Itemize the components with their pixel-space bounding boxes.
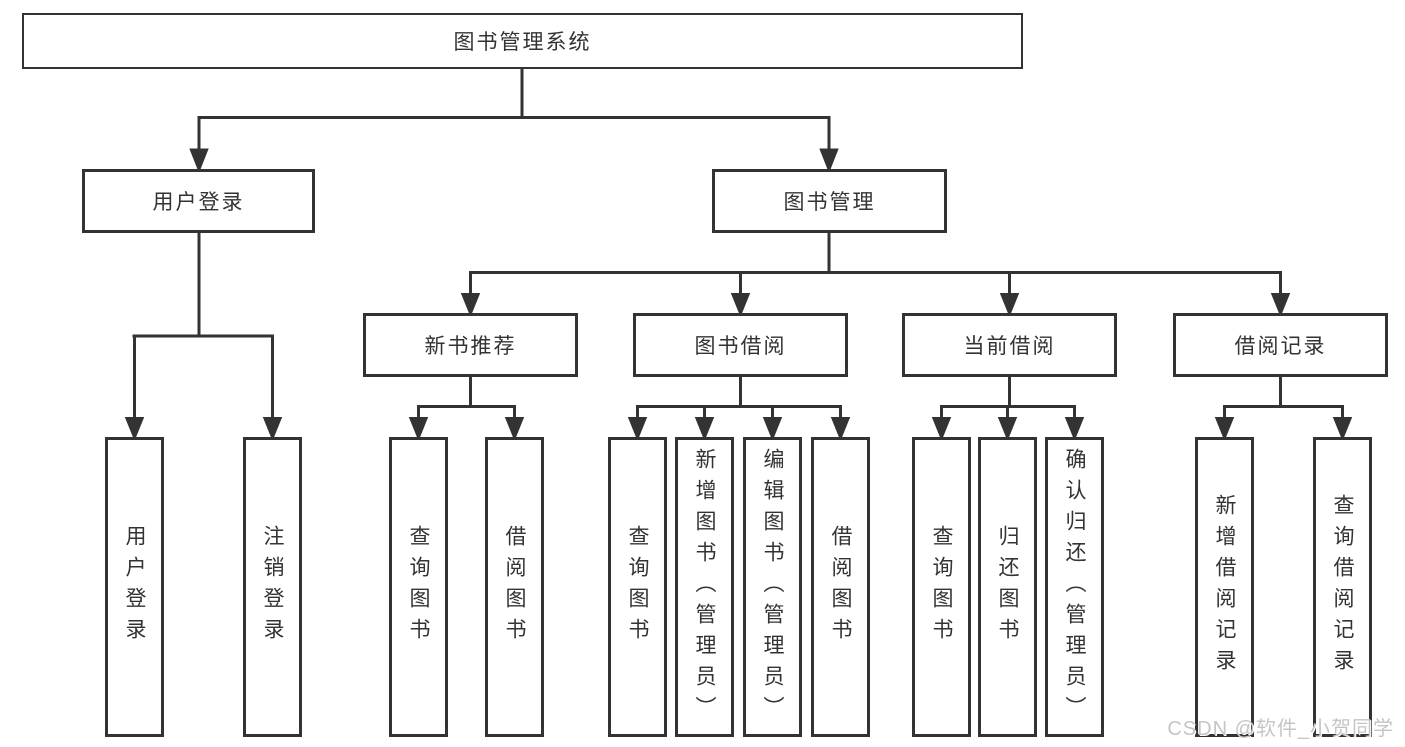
node-new-book-recommendation-label: 新书推荐 xyxy=(424,335,517,358)
leaf-borrow-books-recommend-label: 借阅图书 xyxy=(503,525,526,649)
node-current-borrowing-label: 当前借阅 xyxy=(963,335,1056,358)
node-root: 图书管理系统 xyxy=(22,13,1023,69)
leaf-add-books-admin: 新增图书（管理员） xyxy=(675,437,734,737)
leaf-add-borrow-record: 新增借阅记录 xyxy=(1195,437,1254,737)
node-current-borrowing: 当前借阅 xyxy=(902,313,1117,377)
leaf-confirm-return-admin-label: 确认归还（管理员） xyxy=(1063,447,1086,727)
node-book-borrowing-label: 图书借阅 xyxy=(694,335,787,358)
watermark-text: CSDN @软件_小贺同学 xyxy=(1167,718,1394,740)
node-borrowing-records-label: 借阅记录 xyxy=(1234,335,1327,358)
leaf-return-books: 归还图书 xyxy=(978,437,1037,737)
node-book-management-label: 图书管理 xyxy=(783,191,876,214)
leaf-return-books-label: 归还图书 xyxy=(996,525,1019,649)
leaf-query-borrow-record: 查询借阅记录 xyxy=(1313,437,1372,737)
leaf-query-books-recommend-label: 查询图书 xyxy=(407,525,430,649)
leaf-query-books-current-label: 查询图书 xyxy=(930,525,953,649)
node-user-login: 用户登录 xyxy=(82,169,315,233)
leaf-user-login-action: 用户登录 xyxy=(105,437,164,737)
node-new-book-recommendation: 新书推荐 xyxy=(363,313,578,377)
leaf-query-books-current: 查询图书 xyxy=(912,437,971,737)
leaf-logout: 注销登录 xyxy=(243,437,302,737)
leaf-borrow-books-recommend: 借阅图书 xyxy=(485,437,544,737)
leaf-query-borrow-record-label: 查询借阅记录 xyxy=(1331,494,1354,680)
leaf-logout-label: 注销登录 xyxy=(261,525,284,649)
leaf-query-books-borrowing: 查询图书 xyxy=(608,437,667,737)
leaf-edit-books-admin: 编辑图书（管理员） xyxy=(743,437,802,737)
leaf-add-borrow-record-label: 新增借阅记录 xyxy=(1213,494,1236,680)
leaf-query-books-recommend: 查询图书 xyxy=(389,437,448,737)
node-book-borrowing: 图书借阅 xyxy=(633,313,848,377)
node-user-login-label: 用户登录 xyxy=(152,191,245,214)
leaf-confirm-return-admin: 确认归还（管理员） xyxy=(1045,437,1104,737)
node-root-label: 图书管理系统 xyxy=(453,31,592,54)
node-borrowing-records: 借阅记录 xyxy=(1173,313,1388,377)
leaf-add-books-admin-label: 新增图书（管理员） xyxy=(693,447,716,727)
node-book-management: 图书管理 xyxy=(712,169,947,233)
leaf-user-login-action-label: 用户登录 xyxy=(123,525,146,649)
leaf-borrow-books-label: 借阅图书 xyxy=(829,525,852,649)
leaf-borrow-books: 借阅图书 xyxy=(811,437,870,737)
leaf-query-books-borrowing-label: 查询图书 xyxy=(626,525,649,649)
leaf-edit-books-admin-label: 编辑图书（管理员） xyxy=(761,447,784,727)
